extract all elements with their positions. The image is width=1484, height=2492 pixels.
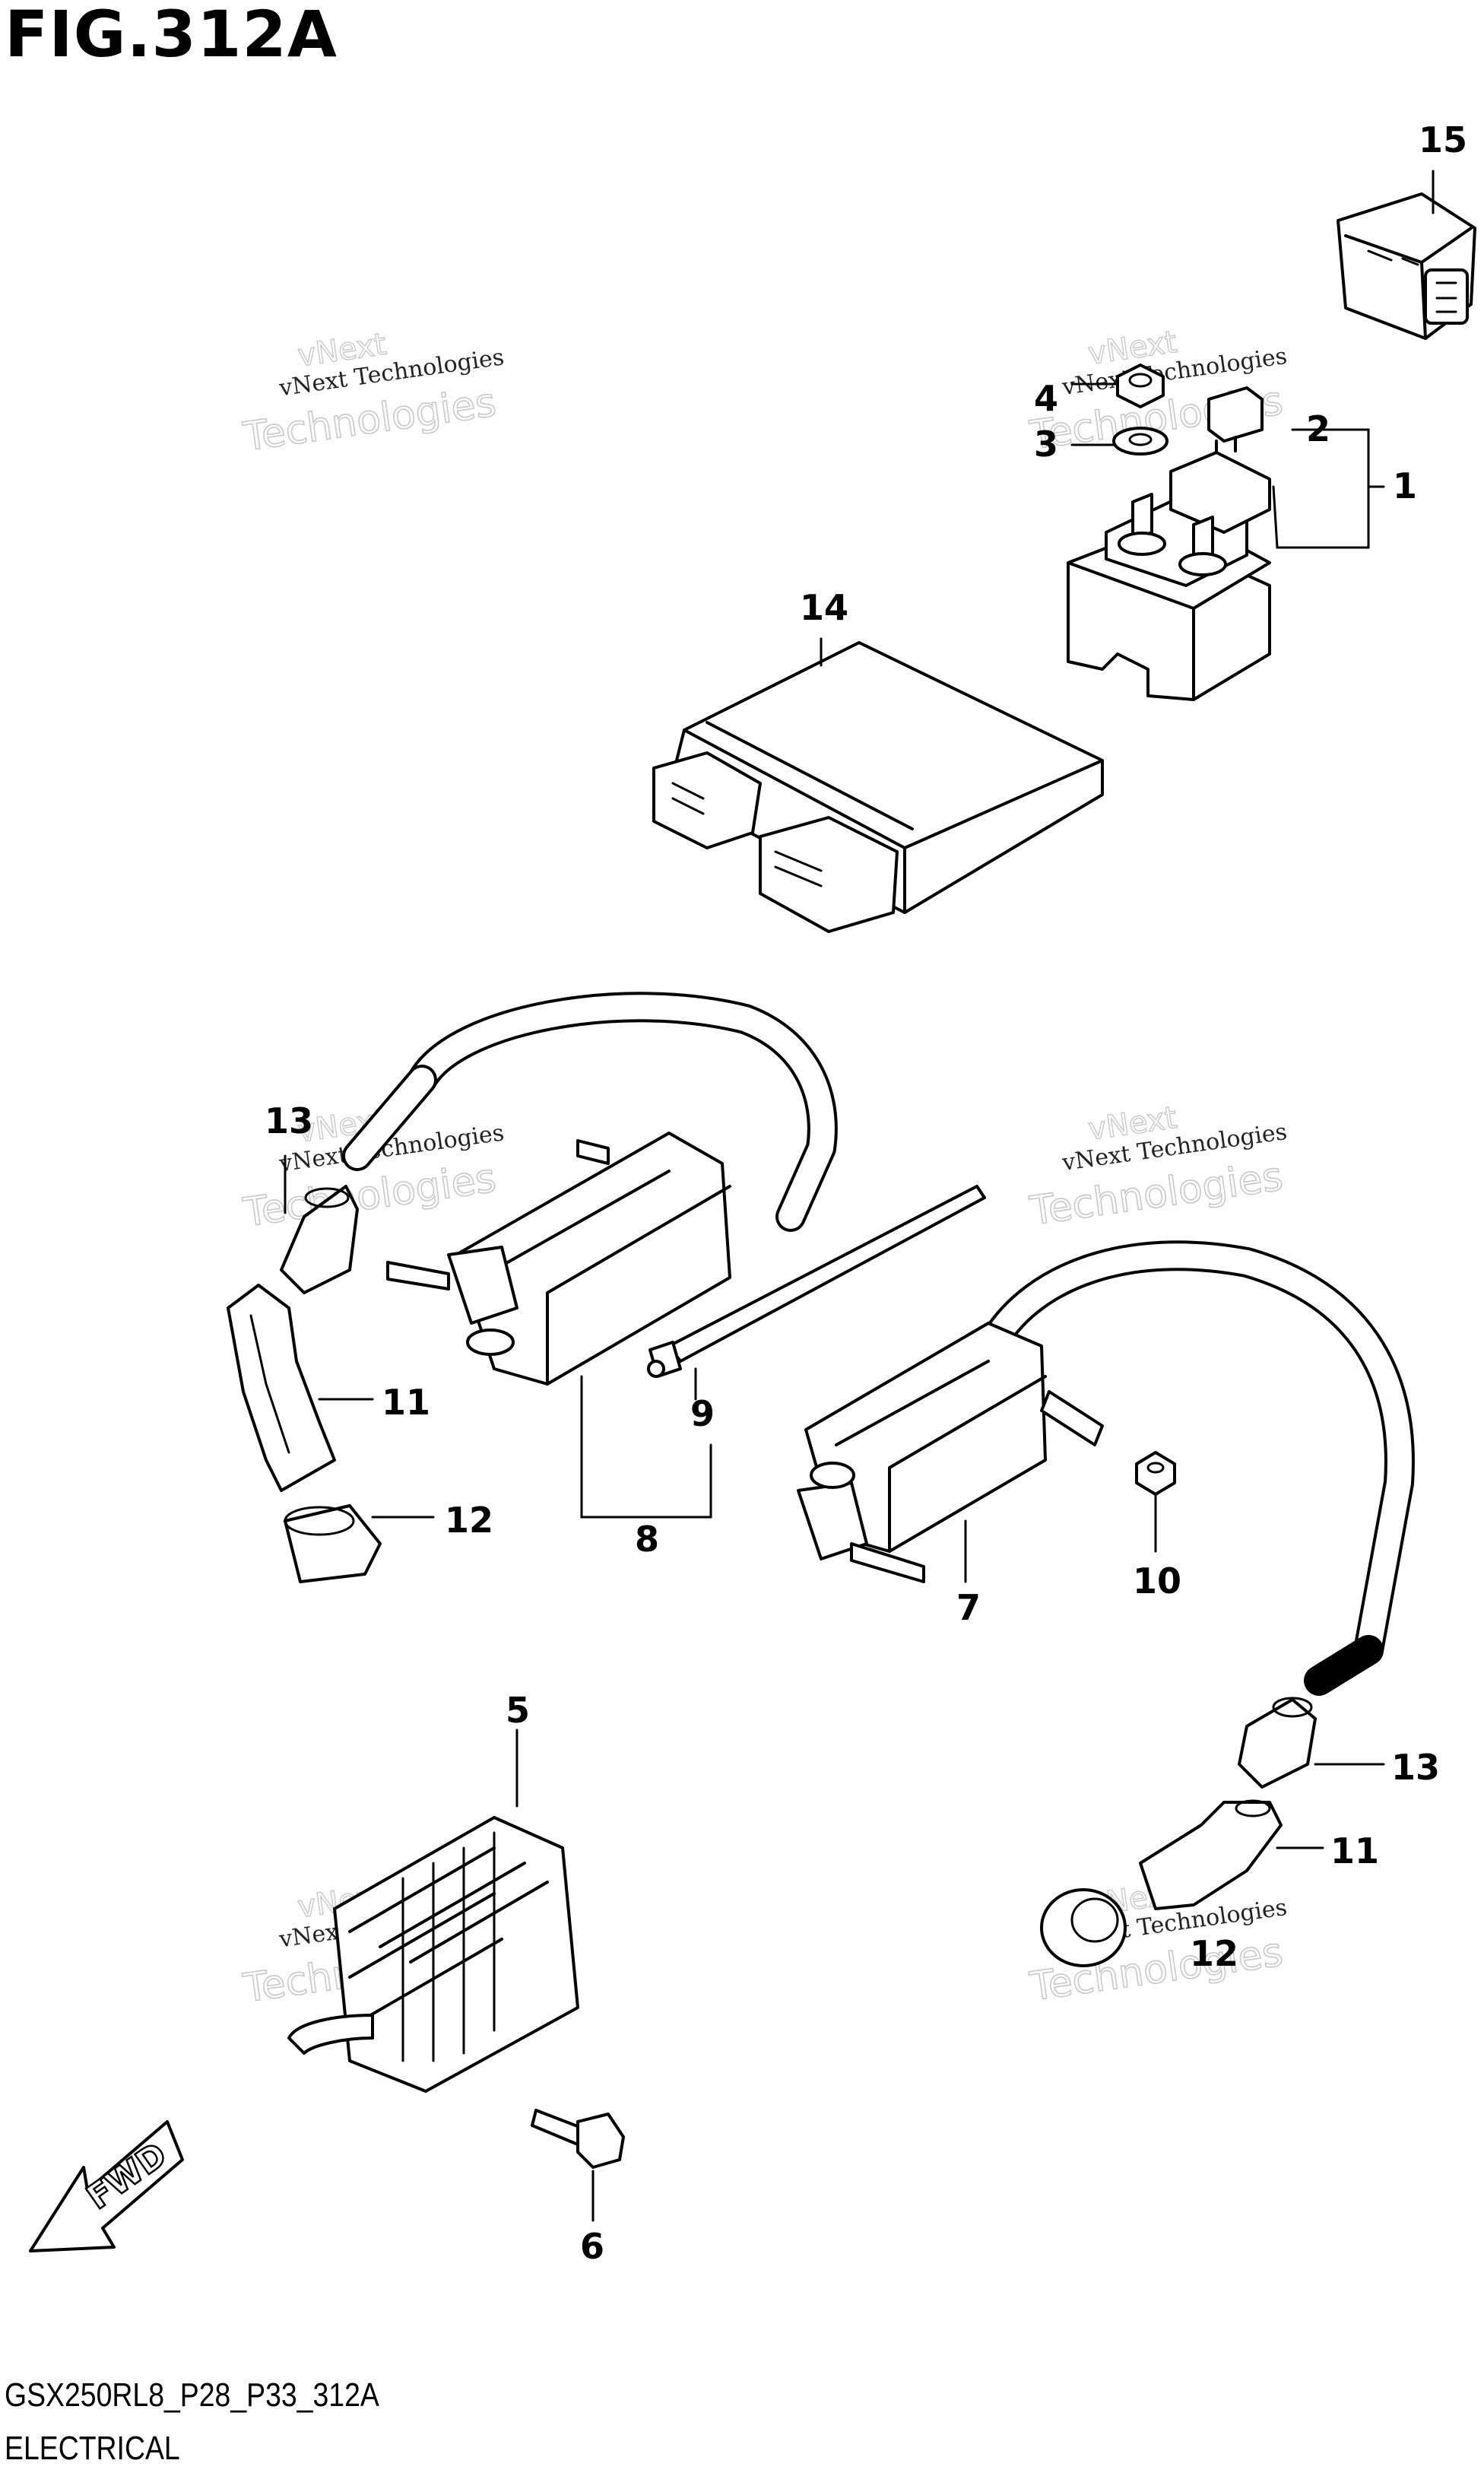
callout-12b: 12 [1190,1933,1238,1974]
watermark-top-left: vNext vNext Technologies Technologies [239,326,506,461]
watermark-mid-right: vNext vNext Technologies Technologies [1026,1100,1289,1235]
part-8-ignition-coil [342,992,838,1519]
callout-13a: 13 [265,1100,313,1141]
callout-12a: 12 [445,1500,493,1541]
callout-13b: 13 [1391,1747,1440,1788]
svg-text:Technologies: Technologies [240,1155,499,1236]
part-14-ecm [652,641,1104,933]
part-12-left-boot [284,1504,382,1583]
figure-code: GSX250RL8_P28_P33_312A [5,2376,379,2414]
part-10-nut [1135,1451,1176,1496]
callout-14: 14 [800,587,848,628]
callout-1: 1 [1393,465,1417,506]
part-5-regulator-rectifier [287,1816,579,2093]
part-4-nut [1116,363,1165,408]
callout-11a: 11 [382,1382,430,1423]
part-9-cable-tie [647,1185,986,1378]
callout-9: 9 [690,1393,715,1434]
callout-3: 3 [1034,424,1058,465]
part-1-starter-relay [1067,451,1271,701]
part-7-ignition-coil [797,1240,1415,1696]
leader-lines [284,170,1435,2222]
part-15-connector [1337,192,1476,340]
callout-11b: 11 [1330,1830,1379,1871]
callout-10: 10 [1133,1560,1181,1602]
callout-4: 4 [1034,378,1058,419]
callout-8: 8 [635,1519,659,1560]
part-13-right-seal [1238,1697,1317,1789]
figure-section: ELECTRICAL [5,2430,180,2467]
callouts: 15 1 2 4 3 14 13 11 12 9 8 7 10 13 11 12… [265,119,1467,2267]
callout-5: 5 [506,1690,530,1731]
part-2-fuse [1207,386,1264,456]
part-3-washer [1112,427,1168,456]
part-13-left-seal [280,1185,359,1294]
fwd-arrow-icon: FWD [29,2120,184,2252]
callout-6: 6 [580,2226,604,2267]
part-11-left-plug-cap [227,1284,336,1492]
part-6-bolt [531,2109,625,2169]
svg-text:Technologies: Technologies [240,379,499,460]
callout-2: 2 [1306,408,1330,449]
part-11-right-plug-cap [1139,1799,1283,1910]
figure-title: FIG.312A [5,0,338,71]
callout-15: 15 [1419,119,1467,160]
part-12-right-boot [1040,1888,1127,1967]
callout-7: 7 [956,1587,981,1628]
